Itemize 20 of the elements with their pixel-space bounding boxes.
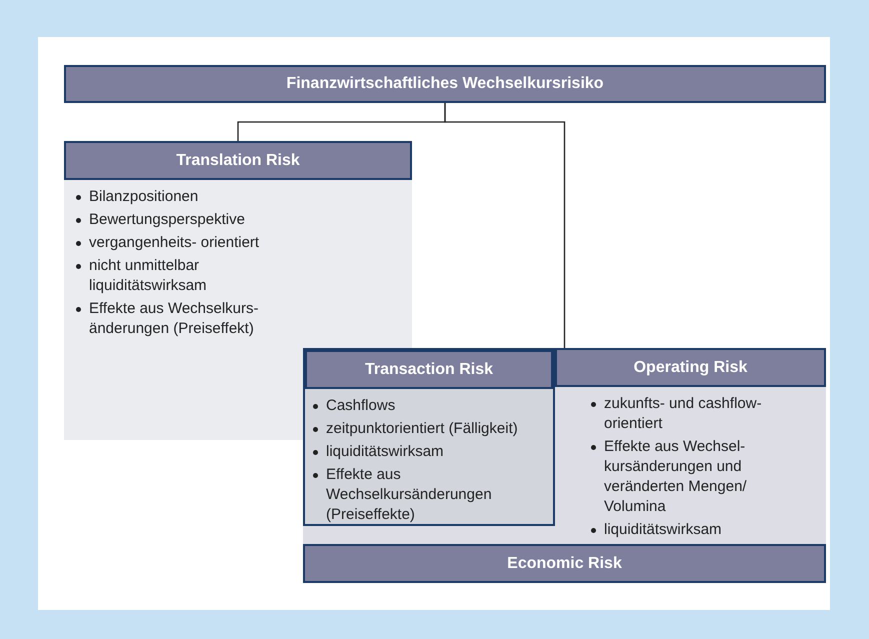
- panel-header: Translation Risk: [64, 141, 412, 180]
- bullet-text: zeitpunktorientiert (Fälligkeit): [326, 419, 518, 439]
- panel-header: Transaction Risk: [305, 350, 553, 389]
- bullet-text: zukunfts- und cashflow-orientiert: [604, 394, 763, 434]
- bullet-text: Effekte aus Wechselkursänderungen (Preiseffekte): [326, 465, 493, 525]
- bullet-text: liquiditätswirksam: [326, 442, 444, 462]
- connector-line: [444, 103, 566, 348]
- bullet-text: Bilanzpositionen: [89, 187, 198, 207]
- panel-header: Economic Risk: [303, 544, 826, 583]
- bullet-text: liquiditätswirksam: [604, 520, 722, 540]
- title-box: Finanzwirtschaftliches Wechselkursrisiko: [64, 65, 826, 103]
- bullet-text: Bewertungsperspektive: [89, 210, 245, 230]
- risk-panel: [303, 348, 826, 583]
- panel-header: Operating Risk: [555, 348, 826, 387]
- bullet-text: Cashflows: [326, 396, 396, 416]
- risk-panel: [303, 348, 555, 526]
- bullet-text: nicht unmittelbar liquiditätswirksam: [89, 256, 208, 296]
- risk-panel: [555, 348, 826, 538]
- bullet-text: Effekte aus Wechselkurs- änderungen (Preiseffekt): [89, 299, 260, 339]
- bullet-text: vergangenheits- orientiert: [89, 233, 260, 253]
